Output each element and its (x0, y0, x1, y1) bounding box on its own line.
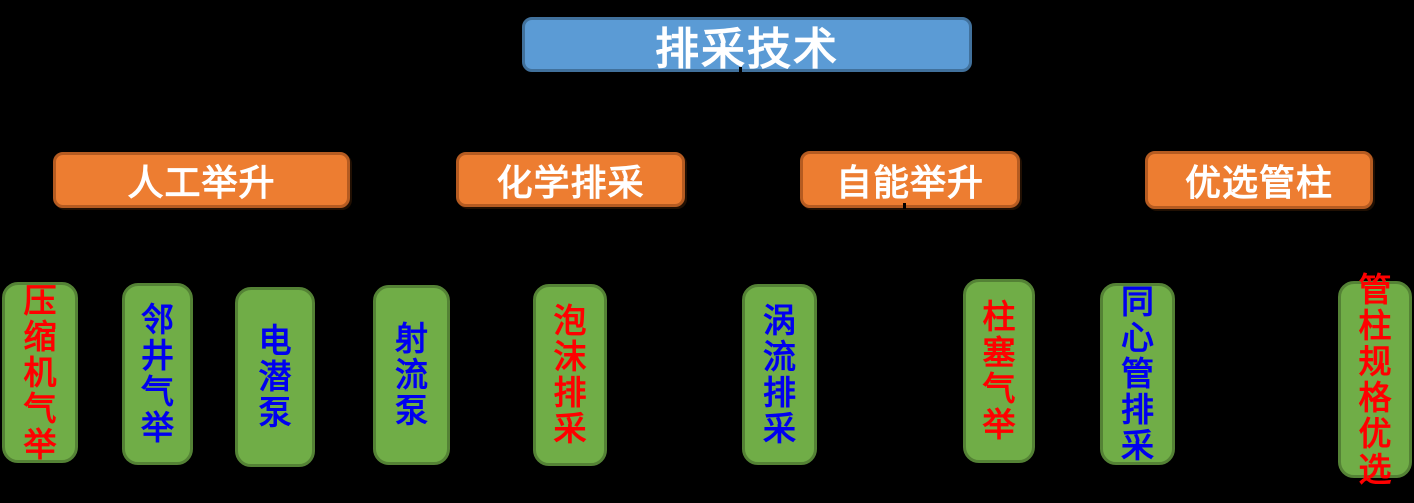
connector-stub (903, 203, 906, 209)
leaf-node-plunger-gas-lift: 柱塞气举 (963, 279, 1035, 463)
leaf-label: 同心管排采 (1121, 282, 1154, 465)
leaf-node-foam-drainage: 泡沫排采 (533, 284, 607, 466)
leaf-label: 涡流排采 (763, 300, 796, 448)
root-node: 排采技术 (522, 17, 972, 75)
leaf-label: 管柱规格优选 (1358, 269, 1392, 489)
category-node-artificial-lift: 人工举升 (53, 152, 350, 208)
leaf-label: 泡沫排采 (553, 301, 587, 448)
category-node-optimized-string: 优选管柱 (1145, 151, 1373, 209)
leaf-node-electric-submersible-pump: 电潜泵 (235, 287, 315, 467)
leaf-label: 压缩机气举 (23, 280, 57, 464)
leaf-label: 邻井气举 (141, 300, 174, 447)
leaf-node-adjacent-well-gas-lift: 邻井气举 (122, 283, 193, 465)
category-label: 人工举升 (127, 163, 276, 204)
leaf-node-vortex-drainage: 涡流排采 (742, 284, 817, 465)
leaf-label: 电潜泵 (258, 321, 292, 432)
category-node-self-energy-lift: 自能举升 (800, 151, 1020, 208)
leaf-node-compressor-gas-lift: 压缩机气举 (2, 282, 78, 463)
category-label: 自能举升 (835, 162, 984, 204)
root-node-label: 排采技术 (655, 23, 839, 75)
category-node-chemical-drainage: 化学排采 (456, 152, 685, 207)
category-label: 优选管柱 (1184, 163, 1333, 204)
connector-stub (739, 67, 742, 73)
leaf-label: 柱塞气举 (982, 297, 1016, 444)
category-label: 化学排采 (496, 162, 645, 204)
leaf-node-concentric-tubing-drainage: 同心管排采 (1100, 283, 1175, 465)
leaf-node-tubing-spec-optimization: 管柱规格优选 (1338, 271, 1412, 487)
leaf-label: 射流泵 (395, 319, 428, 430)
leaf-node-jet-pump: 射流泵 (373, 285, 450, 465)
